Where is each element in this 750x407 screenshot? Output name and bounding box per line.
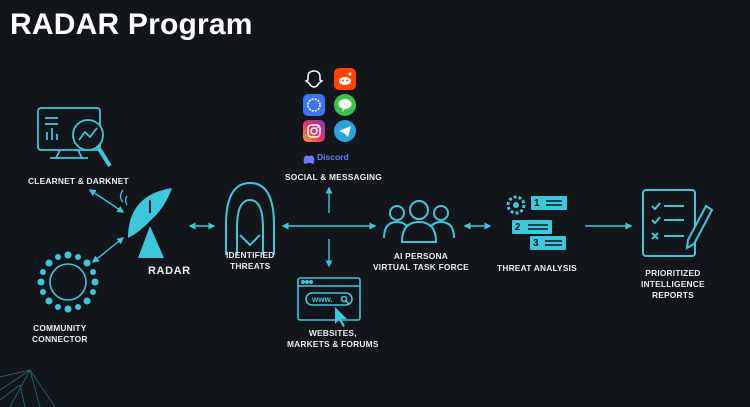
signal-icon bbox=[303, 94, 325, 116]
label-websites-line1: WEBSITES, bbox=[308, 328, 357, 338]
discord-icon bbox=[303, 152, 315, 164]
instagram-icon bbox=[303, 120, 325, 142]
snapchat-icon bbox=[303, 68, 325, 90]
label-threats-line2: THREATS bbox=[230, 261, 271, 271]
label-persona-line1: AI PERSONA bbox=[393, 251, 448, 261]
monitor-magnifier-icon bbox=[37, 107, 112, 168]
browser-window-icon bbox=[297, 277, 361, 327]
label-community-line2: CONNECTOR bbox=[32, 334, 88, 344]
report-document-icon bbox=[642, 189, 714, 257]
label-community-line1: COMMUNITY bbox=[33, 323, 87, 333]
label-ai-persona: AI PERSONA VIRTUAL TASK FORCE bbox=[373, 251, 469, 273]
label-clearnet-darknet: CLEARNET & DARKNET bbox=[28, 176, 129, 186]
label-reports-line2: INTELLIGENCE bbox=[641, 279, 705, 289]
corner-decoration bbox=[0, 369, 56, 407]
page-title: RADAR Program bbox=[10, 8, 253, 41]
hooded-figure-icon bbox=[225, 181, 275, 255]
label-threats-line1: IDENTIFIED bbox=[226, 250, 275, 260]
label-reports-line1: PRIORITIZED bbox=[645, 268, 701, 278]
browser-url-text: www. bbox=[311, 295, 333, 304]
label-radar: RADAR bbox=[148, 265, 191, 277]
reddit-icon bbox=[334, 68, 356, 90]
community-network-icon bbox=[37, 251, 99, 313]
analysis-step-2: 2 bbox=[515, 222, 521, 233]
radar-dish-icon bbox=[119, 188, 172, 258]
label-persona-line2: VIRTUAL TASK FORCE bbox=[373, 262, 469, 272]
threat-analysis-icon bbox=[506, 195, 567, 250]
analysis-step-1: 1 bbox=[534, 198, 540, 209]
label-websites-markets: WEBSITES, MARKETS & FORUMS bbox=[287, 328, 379, 350]
label-community-connector: COMMUNITY CONNECTOR bbox=[32, 323, 88, 345]
label-threat-analysis: THREAT ANALYSIS bbox=[497, 263, 577, 273]
telegram-icon bbox=[334, 120, 356, 142]
discord-label: Discord bbox=[317, 152, 349, 162]
arrow-community-radar bbox=[91, 237, 125, 263]
people-group-icon bbox=[383, 200, 455, 243]
label-prioritized-reports: PRIORITIZED INTELLIGENCE REPORTS bbox=[641, 268, 705, 301]
analysis-step-3: 3 bbox=[533, 238, 539, 249]
arrow-clearnet-radar bbox=[88, 189, 125, 213]
connectors bbox=[88, 186, 633, 268]
label-identified-threats: IDENTIFIED THREATS bbox=[226, 250, 275, 272]
label-reports-line3: REPORTS bbox=[651, 290, 694, 300]
line-icon bbox=[334, 94, 356, 116]
label-social-messaging: SOCIAL & MESSAGING bbox=[285, 172, 382, 182]
label-websites-line2: MARKETS & FORUMS bbox=[287, 339, 379, 349]
